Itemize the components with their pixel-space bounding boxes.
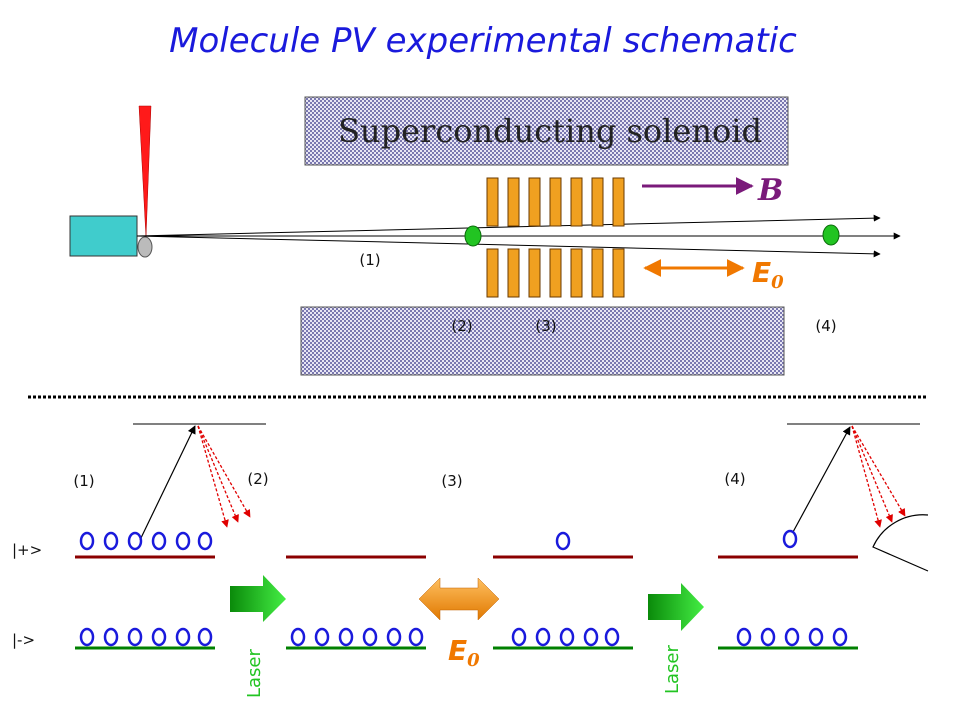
bottom-region-1: (1) [73, 472, 94, 490]
bottom-region-4: (4) [724, 470, 745, 488]
molecule-marker-2 [822, 224, 840, 246]
b-field-label: B [757, 173, 783, 208]
scattered-rays-right [851, 425, 906, 528]
bottom-region-2: (2) [247, 470, 268, 488]
laser-label-2: Laser [662, 644, 683, 694]
top-region-2: (2) [451, 317, 472, 335]
scattered-rays-left [197, 425, 251, 528]
target-pivot [137, 236, 153, 258]
state-minus-label: |-> [12, 631, 35, 649]
beam-line-lower [136, 235, 881, 258]
laser-label-1: Laser [244, 648, 265, 698]
e-field-label-bottom: E0 [448, 634, 480, 671]
top-region-1: (1) [359, 251, 380, 269]
laser-arrow-1 [230, 575, 286, 622]
state-plus-label: |+> [12, 541, 42, 559]
molecular-source [69, 215, 138, 257]
top-region-4: (4) [815, 317, 836, 335]
molecule-marker-1 [464, 225, 482, 247]
page-title: Molecule PV experimental schematic [169, 21, 797, 61]
molecules-plus [79, 529, 798, 551]
electrodes-lower [486, 248, 625, 298]
incident-ray-left [139, 425, 196, 541]
electrodes-upper [486, 177, 625, 227]
e-field-label-top: E0 [752, 256, 784, 293]
laser-arrow-2 [648, 583, 704, 631]
e-field-arrow-bottom [418, 577, 500, 621]
solenoid-top [304, 96, 789, 166]
detector-icon [872, 514, 929, 572]
incident-ray-right [792, 426, 851, 533]
top-region-3: (3) [535, 317, 556, 335]
solenoid-label: Superconducting solenoid [338, 112, 762, 150]
solenoid-bottom [300, 306, 785, 376]
bottom-region-3: (3) [441, 472, 462, 490]
laser-ablation-beam [138, 105, 152, 239]
beam-line-upper [136, 214, 881, 237]
molecules-minus [79, 627, 848, 647]
